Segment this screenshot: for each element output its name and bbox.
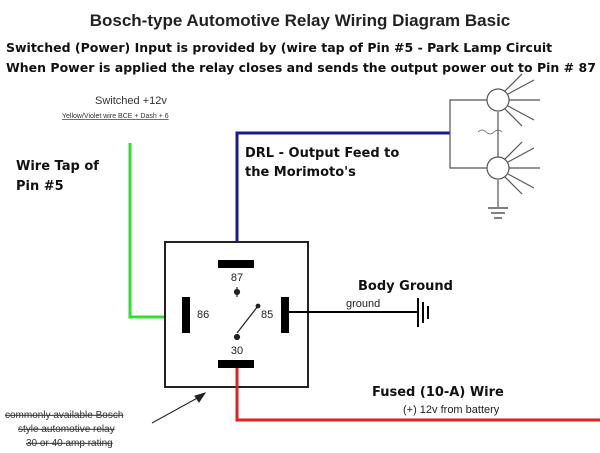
ground-label: ground: [346, 298, 380, 310]
pin-85-label: 85: [261, 309, 273, 321]
lamp-branch-wires: [449, 99, 499, 207]
battery-feed-label: (+) 12v from battery: [403, 404, 500, 416]
diagram-title: Bosch-type Automotive Relay Wiring Diagr…: [90, 11, 511, 30]
pin-30-terminal: [218, 360, 254, 368]
drl-output-wire: [235, 131, 450, 262]
lower-lamp-icon: [486, 141, 540, 195]
upper-lamp-icon: [486, 73, 540, 127]
drl-label-line-1: DRL - Output Feed to: [245, 146, 399, 161]
relay-caption-line-1: commonly available Bosch: [5, 410, 123, 421]
yellow-violet-wire-label: Yellow/Violet wire BCE + Dash + 6: [62, 113, 169, 120]
battery-feed-wire: [235, 368, 600, 422]
subtitle-line-2: When Power is applied the relay closes a…: [6, 60, 596, 75]
body-ground-icon: [417, 298, 429, 327]
lamp-ground-icon: [488, 207, 508, 219]
annotation-scribble: [477, 129, 503, 135]
wire-tap-label-line-2: Pin #5: [16, 179, 64, 194]
relay-caption: commonly available Bosch style automotiv…: [5, 410, 123, 449]
relay-caption-line-3: 30 or 40 amp rating: [26, 438, 113, 449]
pin-87-terminal: [218, 260, 254, 268]
pin-85-terminal: [281, 297, 289, 333]
pin-30-label: 30: [231, 345, 243, 357]
pin-87-label: 87: [231, 272, 243, 284]
body-ground-label: Body Ground: [358, 279, 453, 294]
fused-wire-label: Fused (10-A) Wire: [372, 385, 504, 400]
relay-switch-icon: [233, 287, 261, 341]
drl-label-line-2: the Morimoto's: [245, 165, 356, 180]
wire-tap-label-line-1: Wire Tap of: [16, 159, 99, 174]
relay-caption-line-2: style automotive relay: [18, 424, 115, 435]
switched-12v-label: Switched +12v: [95, 95, 167, 107]
pin-86-terminal: [182, 297, 190, 333]
pin-86-label: 86: [197, 309, 209, 321]
relay-caption-arrow: [151, 392, 207, 424]
subtitle-line-1: Switched (Power) Input is provided by (w…: [6, 40, 552, 55]
